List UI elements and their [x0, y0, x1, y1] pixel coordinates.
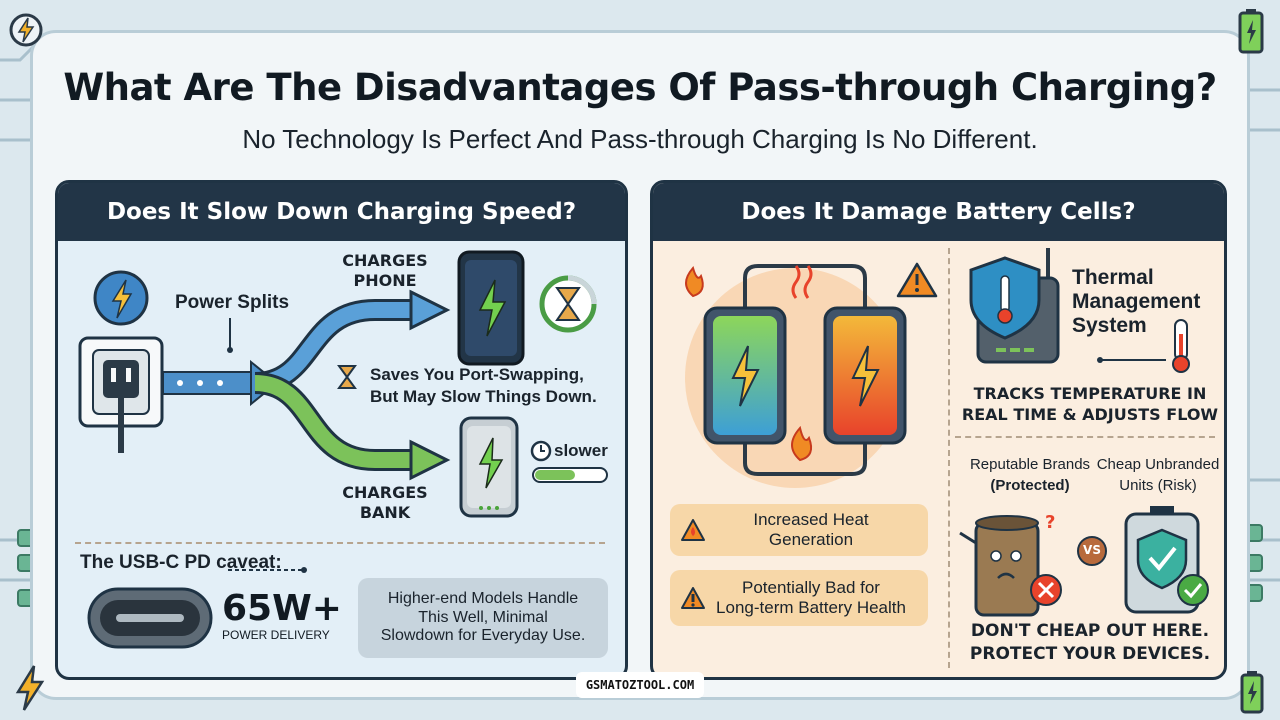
page-subtitle: No Technology Is Perfect And Pass-throug…: [242, 124, 1038, 154]
usb-c-port-icon: [87, 587, 213, 649]
warning-health-box: Potentially Bad for Long-term Battery He…: [670, 570, 928, 626]
panel-heading-speed: Does It Slow Down Charging Speed?: [58, 183, 625, 241]
battery-top-icon: [1238, 9, 1264, 54]
brand-good-label: Reputable Brands (Protected): [969, 456, 1091, 494]
brand-bad-label: Cheap Unbranded Units (Risk): [1096, 456, 1220, 494]
thermal-caption: TRACKS TEMPERATURE IN REAL TIME & ADJUST…: [961, 384, 1219, 424]
caveat-pointer: [228, 567, 307, 573]
usb-caveat-label: The USB-C PD caveat:: [80, 552, 282, 573]
lightning-circle-icon: [9, 13, 43, 47]
warning-triangle-icon: [681, 519, 705, 541]
watermark-badge: GSMATOZTOOL.COM: [576, 672, 704, 698]
watt-caption: POWER DELIVERY: [222, 628, 330, 642]
slower-label: slower: [554, 441, 608, 460]
warning-heat-box: Increased Heat Generation: [670, 504, 928, 556]
advice-text: DON'T CHEAP OUT HERE. PROTECT YOUR DEVIC…: [969, 621, 1211, 664]
power-split-diagram: [78, 250, 608, 518]
thermal-title: Thermal Management System: [1072, 266, 1201, 338]
page-title: What Are The Disadvantages Of Pass-throu…: [63, 66, 1217, 109]
vs-label: VS: [1083, 543, 1101, 557]
lightning-bottom-icon: [15, 665, 45, 711]
warning-icon: [681, 587, 705, 609]
divider-left: [75, 542, 605, 544]
watt-value: 65W+: [222, 588, 342, 629]
battery-bottom-icon: [1240, 671, 1264, 714]
divider-right-vertical: [948, 248, 950, 668]
battery-heat-diagram: ?: [685, 248, 1209, 617]
slowdown-note: Saves You Port-Swapping,But May Slow Thi…: [370, 365, 597, 407]
power-splits-label: Power Splits: [175, 292, 290, 313]
svg-text:?: ?: [1045, 512, 1055, 533]
caveat-note-box: Higher-end Models Handle This Well, Mini…: [358, 578, 608, 658]
panel-heading-damage: Does It Damage Battery Cells?: [653, 183, 1224, 241]
divider-right-horizontal: [955, 436, 1215, 438]
